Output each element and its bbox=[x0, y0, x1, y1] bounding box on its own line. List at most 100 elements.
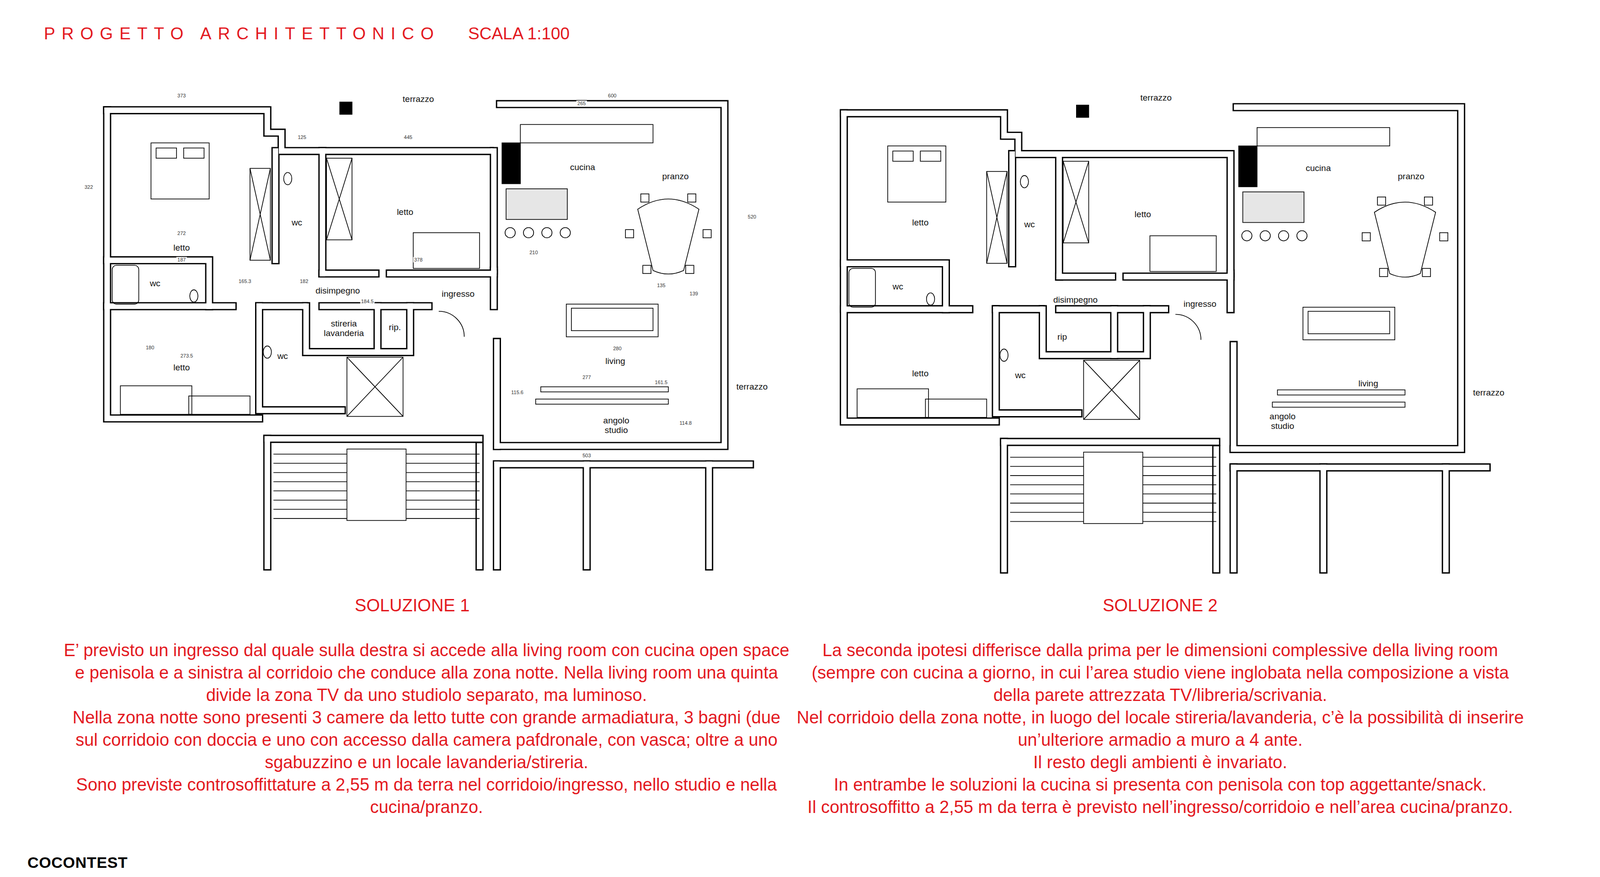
description-paragraph: Nella zona notte sono presenti 3 camere … bbox=[60, 706, 793, 774]
room-label: letto bbox=[171, 243, 192, 253]
room-label: living bbox=[603, 356, 627, 367]
room-label: terrazzo bbox=[735, 381, 770, 392]
room-anchor: ingresso bbox=[1182, 299, 1218, 310]
description-paragraph: Il controsoffitto a 2,55 m da terra è pr… bbox=[794, 795, 1526, 819]
room-label: pranzo bbox=[661, 171, 691, 182]
dimension-anchor: 135 bbox=[656, 280, 667, 289]
dimension-label: 165.3 bbox=[237, 278, 253, 284]
dimension-label: 600 bbox=[607, 92, 618, 99]
dimension-anchor: 280 bbox=[612, 343, 623, 352]
solution-heading: SOLUZIONE 2 bbox=[1102, 595, 1218, 615]
description-paragraph: Nel corridoio della zona notte, in luogo… bbox=[794, 706, 1526, 752]
room-anchor: terrazzo bbox=[735, 381, 770, 392]
title-anchor: PROGETTO ARCHITETTONICO bbox=[43, 24, 441, 44]
title: PROGETTO ARCHITETTONICO bbox=[43, 24, 441, 44]
dimension-label: 161.5 bbox=[654, 379, 669, 385]
dimension-anchor: 187 bbox=[176, 255, 187, 264]
room-anchor: terrazzo bbox=[1471, 388, 1506, 398]
dimension-anchor: 600 bbox=[607, 90, 618, 100]
dimension-label: 184.5 bbox=[360, 298, 375, 304]
room-label: disimpegno bbox=[1051, 295, 1099, 305]
dimension-anchor: 115.6 bbox=[510, 387, 525, 396]
description-paragraph: Il resto degli ambienti è invariato. bbox=[794, 751, 1526, 774]
dimension-label: 180 bbox=[144, 344, 155, 351]
room-anchor: pranzo bbox=[1396, 171, 1426, 182]
room-label: cucina bbox=[1304, 163, 1333, 174]
dimension-label: 272 bbox=[176, 230, 187, 236]
dimension-label: 373 bbox=[176, 92, 187, 99]
room-anchor: terrazzo bbox=[401, 94, 436, 104]
room-anchor: disimpegno bbox=[1051, 295, 1099, 305]
dimension-label: 135 bbox=[656, 282, 667, 288]
room-anchor: wc bbox=[290, 217, 304, 228]
dimension-label: 115.6 bbox=[510, 389, 525, 395]
room-label: angolo studio bbox=[1263, 411, 1303, 432]
dimension-anchor: 165.3 bbox=[237, 276, 253, 285]
dimension-anchor: 184.5 bbox=[360, 296, 375, 305]
logo-anchor: COCONTEST bbox=[27, 853, 128, 872]
room-anchor: letto bbox=[171, 243, 192, 253]
room-label: living bbox=[1356, 378, 1380, 389]
room-anchor: living bbox=[1356, 378, 1380, 389]
room-label: letto bbox=[910, 217, 930, 228]
dimension-anchor: 125 bbox=[296, 132, 307, 141]
room-label: disimpegno bbox=[314, 286, 362, 296]
room-label: ingresso bbox=[1182, 299, 1218, 310]
room-label: wc bbox=[891, 282, 905, 292]
dimension-label: 265 bbox=[576, 100, 587, 107]
room-anchor: wc bbox=[891, 282, 905, 292]
room-label: pranzo bbox=[1396, 171, 1426, 182]
room-anchor: disimpegno bbox=[314, 286, 362, 296]
room-anchor: pranzo bbox=[661, 171, 691, 182]
dimension-anchor: 378 bbox=[413, 255, 424, 264]
room-label: wc bbox=[148, 278, 162, 289]
description-paragraph: Sono previste controsoffittature a 2,55 … bbox=[60, 773, 793, 819]
dimension-anchor: 182 bbox=[298, 276, 310, 285]
dimension-anchor: 114.8 bbox=[678, 418, 694, 427]
room-anchor: wc bbox=[1022, 219, 1036, 230]
room-label: angolo studio bbox=[596, 416, 636, 436]
room-label: letto bbox=[171, 362, 192, 373]
room-anchor: letto bbox=[395, 207, 415, 218]
room-anchor: letto bbox=[1133, 209, 1153, 219]
room-anchor: letto bbox=[910, 217, 930, 228]
dimension-label: 445 bbox=[403, 134, 414, 140]
room-anchor: letto bbox=[171, 362, 192, 373]
dimension-anchor: 277 bbox=[581, 372, 592, 381]
room-anchor: wc bbox=[148, 278, 162, 289]
dimension-label: 322 bbox=[83, 184, 94, 190]
dimension-label: 210 bbox=[528, 249, 539, 256]
dimension-anchor: 503 bbox=[581, 450, 592, 459]
dimension-anchor: 445 bbox=[403, 132, 414, 141]
dimension-anchor: 139 bbox=[688, 288, 699, 298]
dimension-anchor: 322 bbox=[83, 182, 94, 191]
scale-anchor: SCALA 1:100 bbox=[468, 24, 570, 44]
dimension-anchor: 180 bbox=[144, 342, 155, 352]
room-anchor: ingresso bbox=[440, 288, 476, 299]
dimension-label: 520 bbox=[746, 213, 758, 220]
room-label: letto bbox=[395, 207, 415, 218]
room-anchor: cucina bbox=[1304, 163, 1333, 174]
description-paragraph: E’ previsto un ingresso dal quale sulla … bbox=[60, 639, 793, 707]
room-label: rip bbox=[1056, 331, 1069, 342]
room-label: terrazzo bbox=[1139, 93, 1174, 103]
description-paragraph: La seconda ipotesi differisce dalla prim… bbox=[794, 639, 1526, 707]
dimension-label: 277 bbox=[581, 374, 592, 380]
dimension-anchor: 273.5 bbox=[179, 351, 195, 360]
logo: COCONTEST bbox=[27, 853, 128, 872]
room-anchor: cucina bbox=[568, 162, 597, 173]
room-anchor: rip. bbox=[387, 322, 403, 333]
dimension-label: 503 bbox=[581, 452, 592, 459]
room-anchor: stireria lavanderia bbox=[317, 319, 370, 339]
room-label: wc bbox=[290, 217, 304, 228]
dimension-label: 114.8 bbox=[678, 420, 694, 426]
dimension-label: 378 bbox=[413, 256, 424, 263]
room-label: ingresso bbox=[440, 288, 476, 299]
dimension-anchor: 161.5 bbox=[654, 377, 669, 386]
heading-anchor: SOLUZIONE 1 bbox=[354, 595, 470, 615]
room-label: rip. bbox=[387, 322, 403, 333]
dimension-label: 182 bbox=[298, 278, 310, 284]
solution-heading: SOLUZIONE 1 bbox=[354, 595, 470, 615]
dimension-label: 125 bbox=[296, 134, 307, 140]
